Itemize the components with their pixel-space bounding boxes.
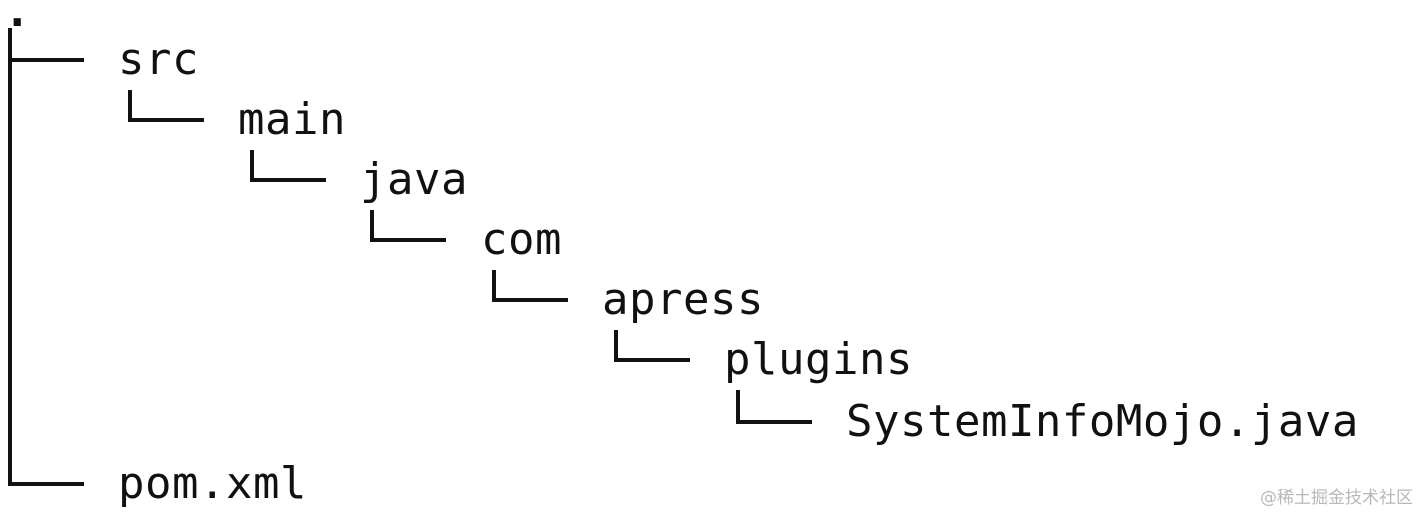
tree-node-apress[interactable]: apress [602,274,764,325]
tree-branch-apress [492,298,568,302]
tree-node-systeminfomojo-java[interactable]: SystemInfoMojo.java [846,396,1359,447]
tree-node-pom-xml[interactable]: pom.xml [118,458,307,509]
tree-node-main[interactable]: main [238,94,346,145]
tree-connector-systeminfomojo [736,390,740,424]
tree-branch-main [128,118,204,122]
tree-trunk-line [8,28,12,486]
tree-root: . [4,0,31,37]
tree-node-src[interactable]: src [118,34,199,85]
tree-node-plugins[interactable]: plugins [724,334,913,385]
tree-connector-java [250,150,254,182]
tree-connector-plugins [614,330,618,362]
tree-connector-apress [492,270,496,302]
tree-connector-com [370,210,374,242]
tree-node-com[interactable]: com [481,214,562,265]
tree-branch-src [8,58,84,62]
tree-node-java[interactable]: java [360,154,468,205]
tree-branch-pom [8,482,84,486]
tree-branch-java [250,178,326,182]
tree-branch-com [370,238,446,242]
tree-branch-plugins [614,358,690,362]
watermark-text: @稀土掘金技术社区 [1260,488,1413,508]
tree-branch-systeminfomojo [736,420,812,424]
tree-connector-main [128,90,132,122]
